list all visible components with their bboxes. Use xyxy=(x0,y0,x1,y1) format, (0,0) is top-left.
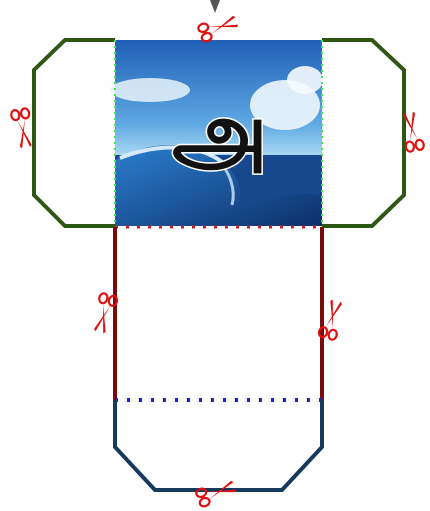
down-arrow-icon xyxy=(210,0,220,13)
scissors-icon xyxy=(10,108,34,150)
top-flap-outline-right xyxy=(322,40,404,226)
tamil-letter: அ xyxy=(172,83,268,183)
scissors-icon xyxy=(197,12,240,42)
scissors-icon xyxy=(195,477,238,507)
top-flap-outline xyxy=(34,40,115,226)
bottom-flap-outline xyxy=(115,400,322,490)
